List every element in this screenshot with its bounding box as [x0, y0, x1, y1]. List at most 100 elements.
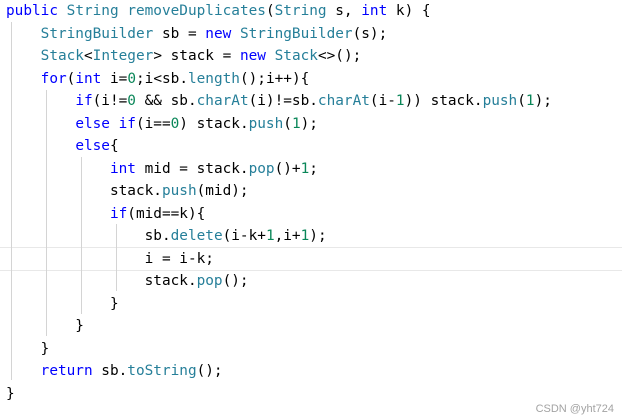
code-token: k) { [387, 3, 431, 19]
code-token: ) stack. [179, 115, 249, 132]
code-token: stack. [6, 183, 162, 199]
code-token: i= [101, 70, 128, 87]
code-token: } [6, 295, 119, 312]
code-token: <>(); [317, 48, 362, 64]
code-token: String [66, 3, 119, 19]
code-token [6, 138, 75, 154]
code-token: (i== [135, 115, 171, 132]
code-token: Integer [92, 48, 154, 64]
code-token: charAt [196, 93, 249, 109]
code-token: )) stack. [404, 93, 483, 109]
code-token [6, 93, 75, 109]
code-line: if(i!=0 && sb.charAt(i)!=sb.charAt(i-1))… [6, 90, 552, 113]
code-token: delete [170, 228, 223, 244]
code-token: length [187, 70, 240, 87]
code-token: } [6, 318, 84, 334]
code-token [6, 48, 41, 64]
code-token: else [75, 138, 110, 154]
code-token: ( [517, 93, 526, 109]
code-line: Stack<Integer> stack = new Stack<>(); [6, 45, 362, 68]
code-token: (); [196, 363, 223, 379]
code-line: i = i-k; [6, 248, 214, 271]
code-token [6, 206, 110, 222]
code-token [6, 26, 41, 42]
code-token: (i- [369, 93, 396, 109]
code-token: removeDuplicates [127, 3, 266, 19]
code-line: stack.push(mid); [6, 180, 249, 203]
code-token: public [6, 3, 58, 19]
code-token: 1 [265, 228, 275, 244]
code-token: ( [283, 115, 292, 132]
code-token: if [118, 115, 136, 132]
current-line-highlight [0, 247, 622, 271]
code-line: stack.pop(); [6, 270, 249, 293]
code-line: return sb.toString(); [6, 360, 223, 383]
code-token: 1 [291, 115, 301, 132]
code-token: Stack [40, 48, 84, 64]
code-token: (); [222, 273, 249, 289]
code-token: ();i++){ [239, 70, 310, 87]
code-line: } [6, 383, 15, 406]
code-token: int [75, 70, 102, 87]
indent-guide [81, 157, 82, 314]
code-token: ); [534, 93, 552, 109]
code-token: push [248, 115, 284, 132]
code-token: (mid); [196, 183, 249, 199]
code-token: sb. [92, 363, 128, 379]
code-token [58, 3, 67, 19]
code-token: new [239, 48, 266, 64]
code-token [119, 3, 128, 19]
code-line: } [6, 315, 84, 338]
code-line: else{ [6, 135, 119, 158]
code-token: sb = [153, 25, 206, 42]
code-token: ,i+ [274, 228, 301, 244]
code-line: sb.delete(i-k+1,i+1); [6, 225, 327, 248]
code-token [6, 161, 110, 177]
code-token: ); [309, 228, 327, 244]
code-token: toString [127, 363, 197, 379]
indent-guide [11, 22, 12, 380]
code-token: (i!= [92, 93, 128, 109]
code-token: s, [326, 3, 362, 19]
code-token: if [75, 93, 93, 109]
code-token: 1 [300, 160, 310, 177]
code-token: 0 [170, 115, 180, 132]
code-token: StringBuilder [239, 25, 353, 42]
code-token: (i-k+ [222, 228, 266, 244]
code-token: < [83, 48, 93, 64]
code-line: else if(i==0) stack.push(1); [6, 113, 318, 136]
code-token: push [161, 183, 197, 199]
code-token: > stack = [153, 48, 240, 64]
code-token: pop [248, 160, 275, 177]
code-token: ( [265, 3, 275, 19]
code-token: int [361, 3, 388, 19]
code-token: && sb. [135, 93, 197, 109]
indent-guide [46, 90, 47, 336]
code-token [110, 116, 119, 132]
code-token: int [109, 160, 136, 177]
code-token: 1 [525, 93, 535, 109]
code-token [266, 48, 275, 64]
code-token: 1 [395, 93, 405, 109]
indent-guide [116, 224, 117, 291]
code-token: 0 [127, 70, 136, 87]
code-token [231, 26, 240, 42]
code-token: String [274, 3, 327, 19]
code-line: if(mid==k){ [6, 203, 205, 226]
code-token [6, 363, 41, 379]
code-token: sb. [6, 228, 171, 244]
code-token: stack. [6, 273, 197, 289]
code-token: (i)!=sb. [248, 93, 318, 109]
code-token: 0 [127, 93, 136, 109]
code-line: public String removeDuplicates(String s,… [6, 0, 431, 23]
code-token: { [109, 138, 119, 154]
code-token: pop [196, 273, 223, 289]
code-token: } [6, 340, 50, 357]
code-line: for(int i=0;i<sb.length();i++){ [6, 68, 310, 91]
code-token: 1 [300, 228, 310, 244]
code-token: for [40, 70, 67, 87]
code-token: ( [66, 70, 76, 87]
code-token: ); [300, 115, 318, 132]
code-token: new [205, 25, 232, 42]
